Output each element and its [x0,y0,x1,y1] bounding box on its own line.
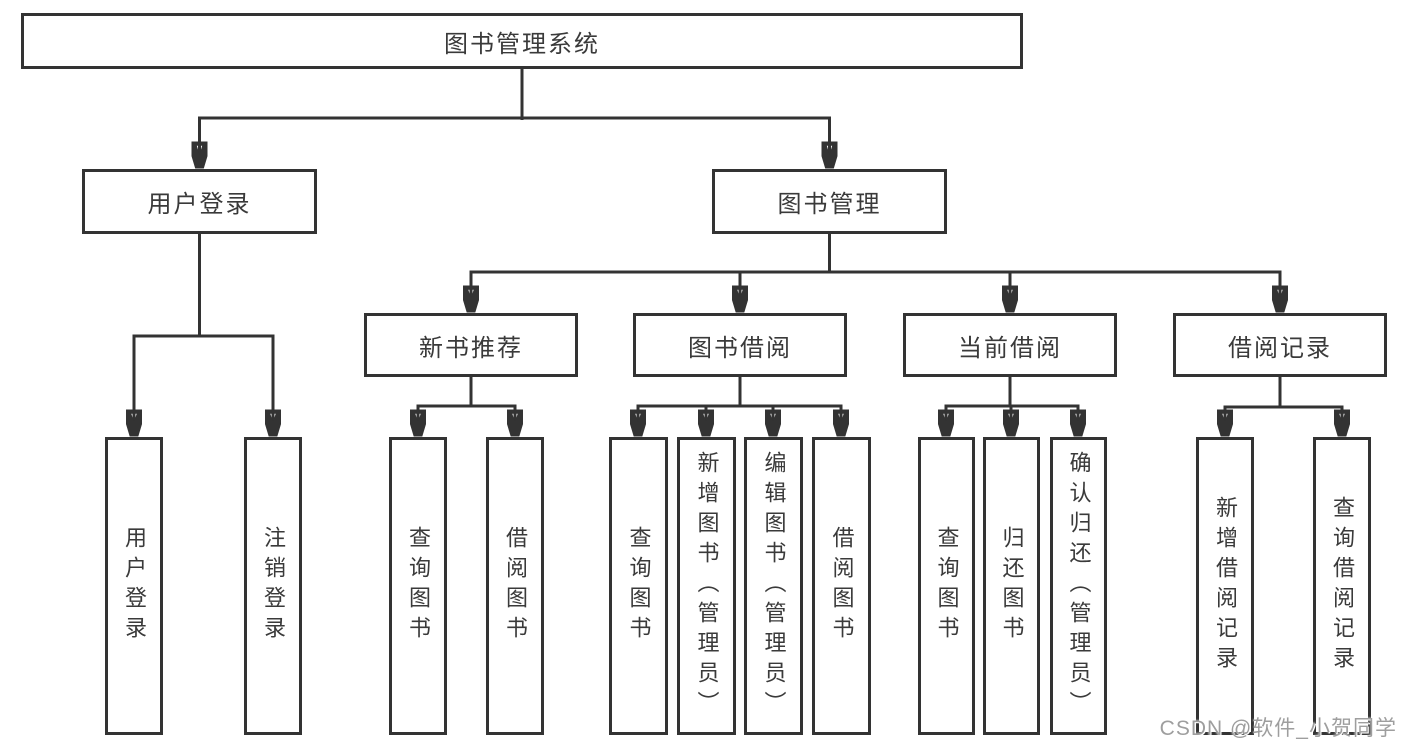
node-cb-confirm-return-admin-label: 确认归还（管理员） [1066,451,1092,721]
node-cb-query-books: 查询图书 [918,437,975,735]
node-logout: 注销登录 [244,437,302,735]
node-br-query-record: 查询借阅记录 [1313,437,1371,735]
node-system-root-label: 图书管理系统 [444,30,600,58]
csdn-watermark: CSDN @软件_小贺同学 [1159,717,1397,740]
node-bb-edit-books-admin: 编辑图书（管理员） [744,437,803,735]
node-nbr-borrow-books: 借阅图书 [486,437,544,735]
node-br-add-record: 新增借阅记录 [1196,437,1254,735]
node-new-book-recommendation-label: 新书推荐 [419,334,523,362]
node-current-borrowing: 当前借阅 [903,313,1117,377]
node-cb-confirm-return-admin: 确认归还（管理员） [1050,437,1107,735]
node-bb-add-books-admin-label: 新增图书（管理员） [694,451,720,721]
node-cb-return-books-label: 归还图书 [999,526,1025,646]
node-book-management: 图书管理 [712,169,947,234]
node-current-borrowing-label: 当前借阅 [958,334,1062,362]
node-nbr-query-books-label: 查询图书 [406,526,431,646]
node-br-add-record-label: 新增借阅记录 [1213,496,1238,676]
node-borrowing-records: 借阅记录 [1173,313,1387,377]
node-new-book-recommendation: 新书推荐 [364,313,578,377]
node-login: 用户登录 [105,437,163,735]
node-login-label: 用户登录 [122,526,147,646]
node-bb-add-books-admin: 新增图书（管理员） [677,437,736,735]
node-book-management-label: 图书管理 [777,191,882,218]
node-logout-label: 注销登录 [261,526,286,646]
node-borrowing-records-label: 借阅记录 [1228,334,1332,362]
node-nbr-query-books: 查询图书 [389,437,447,735]
node-br-query-record-label: 查询借阅记录 [1330,496,1355,676]
node-bb-query-books-label: 查询图书 [626,526,652,646]
node-bb-edit-books-admin-label: 编辑图书（管理员） [761,451,787,721]
node-user-login: 用户登录 [82,169,317,234]
node-book-borrowing: 图书借阅 [633,313,847,377]
node-cb-return-books: 归还图书 [983,437,1040,735]
node-bb-query-books: 查询图书 [609,437,668,735]
node-cb-query-books-label: 查询图书 [934,526,960,646]
node-bb-borrow-books-label: 借阅图书 [829,526,855,646]
node-system-root: 图书管理系统 [21,13,1023,69]
node-book-borrowing-label: 图书借阅 [688,334,792,362]
node-bb-borrow-books: 借阅图书 [812,437,871,735]
node-nbr-borrow-books-label: 借阅图书 [503,526,528,646]
node-user-login-label: 用户登录 [147,191,252,218]
